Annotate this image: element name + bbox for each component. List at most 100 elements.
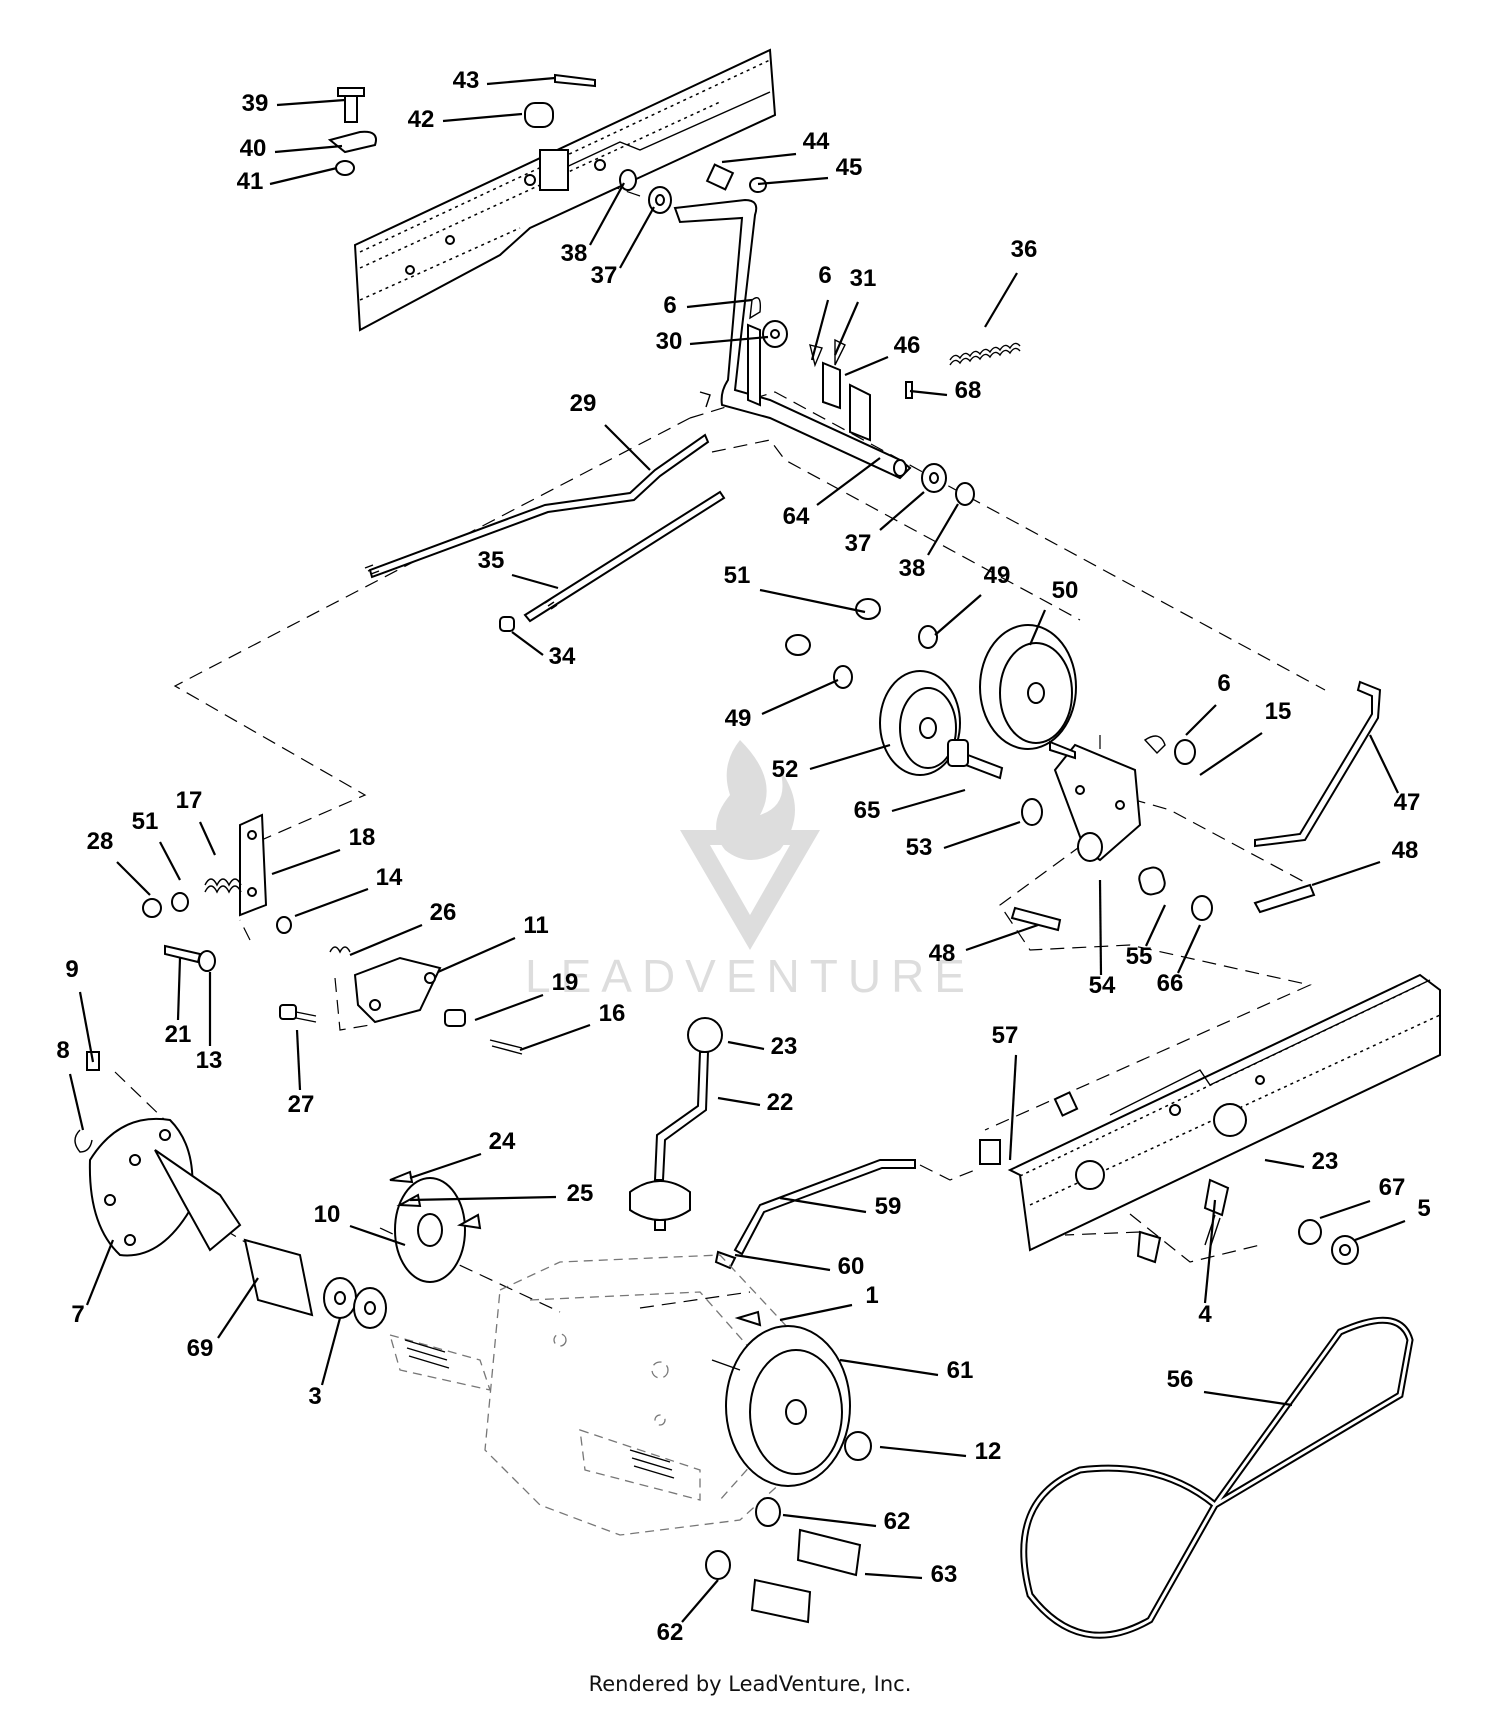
leader-line-c54 [1098, 879, 1103, 976]
callout-c4[interactable]: 4 [1198, 1301, 1212, 1328]
callout-c6b[interactable]: 6 [663, 292, 676, 319]
callout-c28[interactable]: 28 [87, 828, 114, 855]
callout-c10[interactable]: 10 [314, 1201, 341, 1228]
callout-c29[interactable]: 29 [570, 390, 597, 417]
callout-c14[interactable]: 14 [376, 864, 403, 891]
callout-c18[interactable]: 18 [349, 824, 376, 851]
callout-c6c[interactable]: 6 [1217, 670, 1230, 697]
callout-c40[interactable]: 40 [240, 135, 267, 162]
callout-c11[interactable]: 11 [523, 912, 548, 939]
leader-line-c5 [1354, 1219, 1406, 1242]
leader-line-c42 [442, 112, 523, 123]
leader-line-c34 [511, 631, 544, 656]
callout-c19[interactable]: 19 [552, 969, 579, 996]
leader-line-c63 [864, 1572, 923, 1580]
callout-c27[interactable]: 27 [288, 1091, 315, 1118]
callout-c37b[interactable]: 37 [845, 530, 872, 557]
callout-c48a[interactable]: 48 [1392, 837, 1419, 864]
leader-line-c12 [879, 1445, 967, 1458]
callout-c21[interactable]: 21 [165, 1021, 192, 1048]
callout-c13[interactable]: 13 [196, 1047, 223, 1074]
leader-line-c49b [761, 678, 839, 716]
leader-line-c48b [965, 923, 1039, 952]
callout-c31[interactable]: 31 [850, 265, 877, 292]
leader-line-c47 [1369, 734, 1399, 794]
leader-line-c25 [409, 1195, 557, 1202]
callout-c51a[interactable]: 51 [724, 562, 751, 589]
leader-line-c52 [809, 743, 891, 771]
callout-c48b[interactable]: 48 [929, 940, 956, 967]
callout-c55[interactable]: 55 [1126, 943, 1153, 970]
callout-c43[interactable]: 43 [453, 67, 480, 94]
callout-c17[interactable]: 17 [176, 787, 203, 814]
callout-c34[interactable]: 34 [549, 643, 576, 670]
callout-c66[interactable]: 66 [1157, 970, 1184, 997]
callout-c8[interactable]: 8 [56, 1037, 69, 1064]
callout-c54[interactable]: 54 [1089, 972, 1116, 999]
callout-c60[interactable]: 60 [838, 1253, 865, 1280]
callout-c15[interactable]: 15 [1265, 698, 1292, 725]
callout-c5[interactable]: 5 [1417, 1195, 1430, 1222]
callout-c38a[interactable]: 38 [561, 240, 588, 267]
leader-line-c56 [1203, 1390, 1293, 1407]
leader-line-c11 [437, 936, 516, 974]
leader-line-c10 [349, 1224, 406, 1247]
callout-c36[interactable]: 36 [1011, 236, 1038, 263]
lower-frame-rail [979, 973, 1441, 1252]
callout-c30[interactable]: 30 [656, 328, 683, 355]
callout-c6a[interactable]: 6 [818, 262, 831, 289]
callout-c57[interactable]: 57 [992, 1022, 1019, 1049]
callout-c47[interactable]: 47 [1394, 789, 1421, 816]
leader-line-c48a [1311, 860, 1381, 887]
callout-c26[interactable]: 26 [430, 899, 457, 926]
callout-c65[interactable]: 65 [854, 797, 881, 824]
leader-line-c38a [589, 182, 625, 246]
callout-c23a[interactable]: 23 [771, 1033, 798, 1060]
callout-c25[interactable]: 25 [567, 1180, 594, 1207]
leader-line-c68 [909, 389, 948, 397]
callout-c56[interactable]: 56 [1167, 1366, 1194, 1393]
callout-c44[interactable]: 44 [803, 128, 830, 155]
callout-c45[interactable]: 45 [836, 154, 863, 181]
callout-c12[interactable]: 12 [975, 1438, 1002, 1465]
leader-line-c7 [85, 1239, 115, 1306]
leader-line-c51b [159, 841, 181, 881]
callout-c22[interactable]: 22 [767, 1089, 794, 1116]
callout-c52[interactable]: 52 [772, 756, 799, 783]
callout-c35[interactable]: 35 [478, 547, 505, 574]
callout-c49a[interactable]: 49 [984, 562, 1011, 589]
callout-c67[interactable]: 67 [1379, 1174, 1406, 1201]
callout-c61[interactable]: 61 [947, 1357, 974, 1384]
callout-c50[interactable]: 50 [1052, 577, 1079, 604]
callout-c1[interactable]: 1 [865, 1282, 878, 1309]
callout-c16[interactable]: 16 [599, 1000, 626, 1027]
callout-c64[interactable]: 64 [783, 503, 810, 530]
callout-c3[interactable]: 3 [308, 1383, 321, 1410]
callout-c53[interactable]: 53 [906, 834, 933, 861]
callout-c62a[interactable]: 62 [884, 1508, 911, 1535]
callout-c37a[interactable]: 37 [591, 262, 618, 289]
callout-c9[interactable]: 9 [65, 956, 78, 983]
callout-c63[interactable]: 63 [931, 1561, 958, 1588]
watermark-text: LEADVENTURE [525, 950, 975, 1000]
leader-line-c38b [927, 503, 959, 556]
leader-line-c3 [320, 1317, 342, 1386]
callout-c62b[interactable]: 62 [657, 1619, 684, 1646]
callout-c42[interactable]: 42 [408, 106, 435, 133]
callout-c68[interactable]: 68 [955, 377, 982, 404]
callout-c24[interactable]: 24 [489, 1128, 516, 1155]
callout-c46[interactable]: 46 [894, 332, 921, 359]
callout-c49b[interactable]: 49 [725, 705, 752, 732]
callout-c51b[interactable]: 51 [132, 808, 159, 835]
leader-line-c29 [604, 424, 651, 471]
extension-spring [949, 342, 1021, 366]
callout-c69[interactable]: 69 [187, 1335, 214, 1362]
callout-c41[interactable]: 41 [237, 168, 264, 195]
leader-line-c43 [486, 76, 556, 86]
lift-rods [364, 391, 726, 632]
callout-c23b[interactable]: 23 [1312, 1148, 1339, 1175]
callout-c38b[interactable]: 38 [899, 555, 926, 582]
callout-c39[interactable]: 39 [242, 90, 269, 117]
callout-c7[interactable]: 7 [71, 1301, 84, 1328]
callout-c59[interactable]: 59 [875, 1193, 902, 1220]
